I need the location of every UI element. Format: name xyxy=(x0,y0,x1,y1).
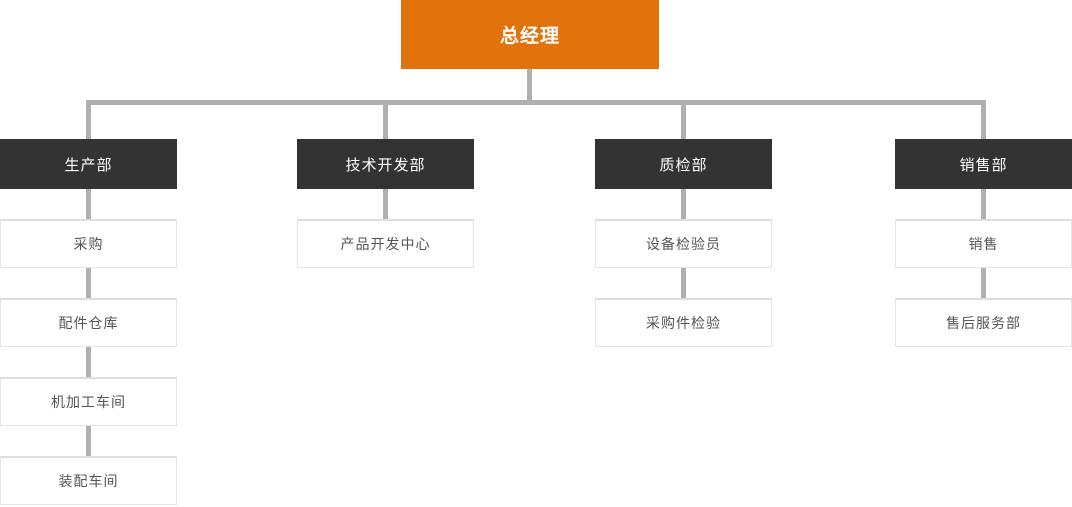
column-sales: 销售部 销售 售后服务部 xyxy=(895,0,1072,507)
connector-root-drop xyxy=(527,69,532,100)
column-tech-development: 技术开发部 产品开发中心 xyxy=(297,0,474,507)
connector-tech-1 xyxy=(383,189,388,219)
org-node-machining-workshop: 机加工车间 xyxy=(0,377,177,426)
org-node-assembly-workshop: 装配车间 xyxy=(0,456,177,505)
column-quality-inspection: 质检部 设备检验员 采购件检验 xyxy=(595,0,772,507)
org-node-sales: 销售 xyxy=(895,219,1072,268)
connector-quality-1 xyxy=(681,189,686,219)
connector-sales-1 xyxy=(981,189,986,219)
org-node-purchasing: 采购 xyxy=(0,219,177,268)
org-node-dept-quality-inspection: 质检部 xyxy=(595,139,772,189)
connector-horizontal-bus xyxy=(86,100,986,105)
org-node-equipment-inspector: 设备检验员 xyxy=(595,219,772,268)
connector-drop-production xyxy=(86,100,91,139)
org-node-after-sales-service: 售后服务部 xyxy=(895,298,1072,347)
connector-drop-quality xyxy=(681,100,686,139)
connector-quality-2 xyxy=(681,268,686,298)
org-node-product-dev-center: 产品开发中心 xyxy=(297,219,474,268)
connector-production-3 xyxy=(86,347,91,377)
column-production: 生产部 采购 配件仓库 机加工车间 装配车间 xyxy=(0,0,177,507)
connector-production-1 xyxy=(86,189,91,219)
org-node-purchased-parts-inspection: 采购件检验 xyxy=(595,298,772,347)
connector-drop-tech xyxy=(383,100,388,139)
org-node-dept-production: 生产部 xyxy=(0,139,177,189)
connector-sales-2 xyxy=(981,268,986,298)
org-node-dept-tech-development: 技术开发部 xyxy=(297,139,474,189)
org-node-root: 总经理 xyxy=(401,0,659,69)
org-node-dept-sales: 销售部 xyxy=(895,139,1072,189)
org-node-parts-warehouse: 配件仓库 xyxy=(0,298,177,347)
connector-production-4 xyxy=(86,426,91,456)
connector-drop-sales xyxy=(981,100,986,139)
connector-production-2 xyxy=(86,268,91,298)
